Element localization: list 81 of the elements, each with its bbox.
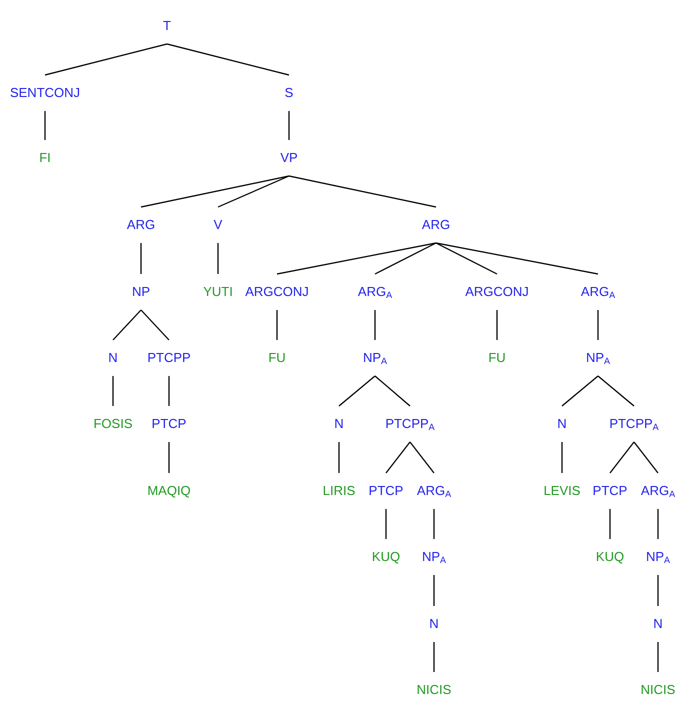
- category-label: NP$_{A}$: [422, 539, 446, 575]
- category-label: N: [108, 340, 118, 376]
- category-label: S: [284, 75, 294, 111]
- word-label: YUTI: [203, 274, 233, 310]
- tree-branch: [634, 442, 658, 474]
- tree-branch: [374, 376, 410, 406]
- word-label: NICIS: [416, 672, 452, 708]
- category-label: PTCPP: [147, 340, 191, 376]
- word-label: KUQ: [596, 539, 624, 575]
- category-label: PTCP: [152, 406, 186, 442]
- word-label: LIRIS: [322, 473, 356, 509]
- tree-branch: [610, 442, 634, 474]
- word-label: FU: [268, 340, 286, 376]
- tree-branch: [374, 310, 376, 340]
- category-label: ARG: [126, 207, 156, 243]
- tree-branch: [433, 509, 435, 539]
- category-label: NP: [132, 274, 150, 310]
- category-label: PTCPP$_{A}$: [609, 406, 659, 442]
- tree-branch: [276, 242, 436, 275]
- category-label: N: [334, 406, 344, 442]
- tree-branch: [168, 376, 170, 406]
- tree-branch: [140, 175, 290, 208]
- tree-branch: [44, 43, 168, 76]
- tree-branch: [218, 175, 290, 208]
- category-label: T: [163, 8, 171, 44]
- category-label: ARG$_{A}$: [580, 274, 616, 310]
- tree-branch: [597, 310, 599, 340]
- tree-branch: [433, 575, 435, 606]
- tree-branch: [598, 376, 634, 406]
- tree-branch: [657, 575, 659, 606]
- tree-branch: [338, 442, 340, 473]
- tree-branch: [561, 442, 563, 473]
- category-label: NP$_{A}$: [586, 340, 610, 376]
- tree-branch: [140, 243, 142, 274]
- tree-branch: [374, 242, 436, 275]
- word-label: KUQ: [372, 539, 400, 575]
- tree-branch: [609, 509, 611, 539]
- word-label: FOSIS: [94, 406, 132, 442]
- category-label: PTCPP$_{A}$: [385, 406, 435, 442]
- tree-branch: [433, 642, 435, 672]
- category-label: ARGCONJ: [465, 274, 529, 310]
- tree-branch: [385, 509, 387, 539]
- category-label: PTCP: [592, 473, 628, 509]
- category-label: N: [653, 606, 663, 642]
- word-label: MAQIQ: [147, 473, 191, 509]
- tree-branch: [288, 175, 436, 208]
- tree-branch: [657, 509, 659, 539]
- word-label: NICIS: [640, 672, 676, 708]
- category-label: N: [429, 606, 439, 642]
- tree-branch: [112, 310, 142, 340]
- tree-branch: [410, 442, 434, 474]
- category-label: SENTCONJ: [10, 75, 80, 111]
- tree-branch: [276, 310, 278, 340]
- category-label: ARGCONJ: [245, 274, 309, 310]
- category-label: ARG: [422, 207, 450, 243]
- category-label: VP: [280, 140, 298, 176]
- tree-branch: [386, 442, 410, 474]
- tree-branch: [562, 376, 598, 406]
- category-label: NP$_{A}$: [362, 340, 388, 376]
- word-label: FU: [488, 340, 506, 376]
- tree-branch: [436, 242, 598, 275]
- tree-branch: [657, 642, 659, 672]
- tree-branch: [496, 310, 498, 340]
- tree-branch: [112, 376, 114, 406]
- category-label: PTCP: [368, 473, 404, 509]
- tree-branch: [168, 442, 170, 473]
- word-label: LEVIS: [544, 473, 580, 509]
- tree-branch: [217, 243, 219, 274]
- category-label: ARG$_{A}$: [640, 473, 676, 509]
- tree-branch: [288, 111, 290, 140]
- word-label: FI: [39, 140, 51, 176]
- tree-branch: [44, 111, 46, 140]
- tree-branch: [338, 376, 376, 406]
- category-label: ARG$_{A}$: [358, 274, 392, 310]
- category-label: N: [557, 406, 567, 442]
- tree-branch: [436, 242, 498, 275]
- category-label: ARG$_{A}$: [416, 473, 452, 509]
- tree-branch: [166, 43, 290, 76]
- category-label: V: [214, 207, 222, 243]
- category-label: NP$_{A}$: [646, 539, 670, 575]
- tree-branch: [140, 310, 170, 340]
